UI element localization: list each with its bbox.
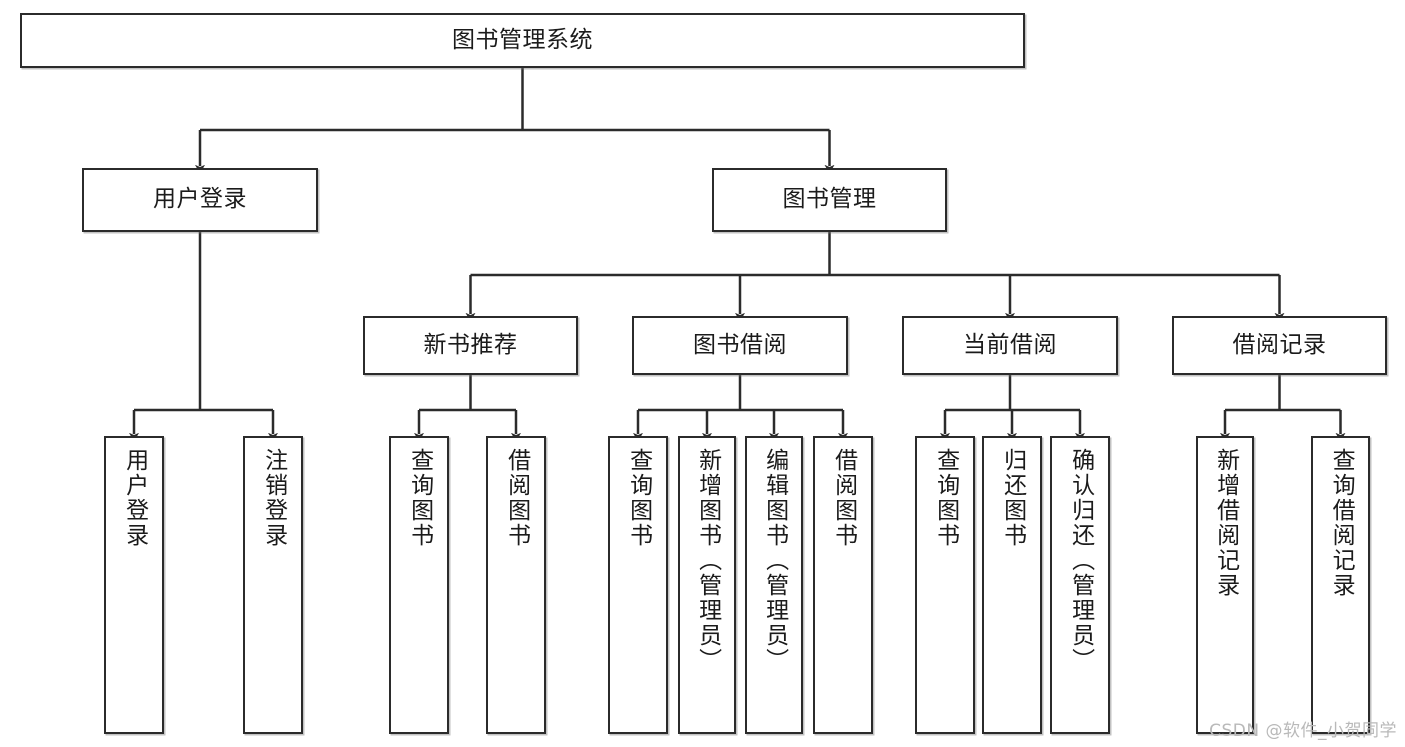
node-l1[interactable]: 用户登录 xyxy=(104,436,164,734)
node-l7[interactable]: 编辑图书（管理员） xyxy=(745,436,803,734)
node-n3b[interactable]: 图书借阅 xyxy=(632,316,848,375)
node-l12[interactable]: 新增借阅记录 xyxy=(1196,436,1254,734)
node-label: 用户登录 xyxy=(121,448,148,548)
node-l5[interactable]: 查询图书 xyxy=(608,436,668,734)
node-label: 查询图书 xyxy=(406,448,433,548)
node-label: 借阅图书 xyxy=(503,448,530,548)
node-n3c[interactable]: 当前借阅 xyxy=(902,316,1118,375)
node-label: 新增借阅记录 xyxy=(1212,448,1239,598)
watermark-label: CSDN @软件_小贺同学 xyxy=(1209,721,1397,741)
node-label: 当前借阅 xyxy=(963,331,1057,358)
node-l11[interactable]: 确认归还（管理员） xyxy=(1050,436,1110,734)
node-label: 注销登录 xyxy=(260,448,287,548)
node-l10[interactable]: 归还图书 xyxy=(982,436,1042,734)
node-n2b[interactable]: 图书管理 xyxy=(712,168,947,232)
node-label: 图书管理系统 xyxy=(452,26,593,53)
node-l8[interactable]: 借阅图书 xyxy=(813,436,873,734)
node-label: 新书推荐 xyxy=(423,331,518,358)
edge-paths xyxy=(129,68,1346,442)
node-l13[interactable]: 查询借阅记录 xyxy=(1311,436,1370,734)
node-label: 图书管理 xyxy=(782,186,877,213)
node-label: 查询借阅记录 xyxy=(1328,448,1355,598)
node-l6[interactable]: 新增图书（管理员） xyxy=(678,436,736,734)
node-l3[interactable]: 查询图书 xyxy=(389,436,449,734)
node-n2a[interactable]: 用户登录 xyxy=(82,168,318,232)
node-l2[interactable]: 注销登录 xyxy=(243,436,303,734)
node-label: 新增图书（管理员） xyxy=(694,448,721,673)
node-label: 确认归还（管理员） xyxy=(1067,448,1094,673)
node-label: 用户登录 xyxy=(153,186,247,213)
node-root[interactable]: 图书管理系统 xyxy=(20,13,1025,68)
node-label: 归还图书 xyxy=(999,448,1026,548)
node-n3d[interactable]: 借阅记录 xyxy=(1172,316,1387,375)
node-l4[interactable]: 借阅图书 xyxy=(486,436,546,734)
node-label: 编辑图书（管理员） xyxy=(761,448,788,673)
node-label: 查询图书 xyxy=(625,448,652,548)
node-n3a[interactable]: 新书推荐 xyxy=(363,316,578,375)
node-label: 查询图书 xyxy=(932,448,959,548)
node-l9[interactable]: 查询图书 xyxy=(915,436,975,734)
node-label: 图书借阅 xyxy=(693,331,787,358)
node-label: 借阅记录 xyxy=(1232,331,1327,358)
node-label: 借阅图书 xyxy=(830,448,857,548)
